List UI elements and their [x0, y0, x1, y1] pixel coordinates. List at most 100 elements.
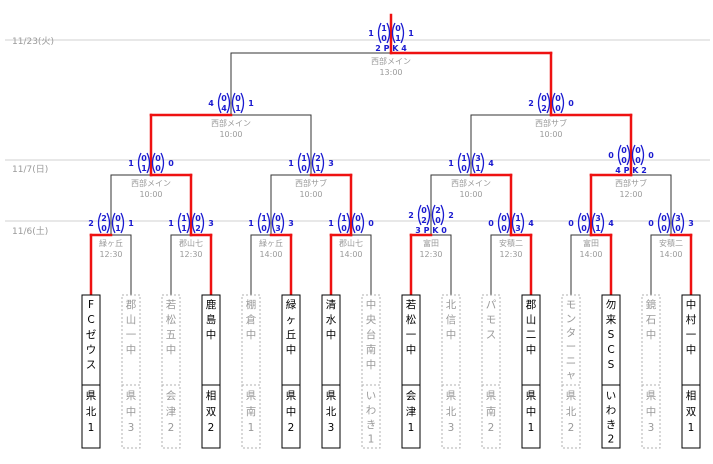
close-paren — [146, 152, 151, 174]
right-second-half: 1 — [315, 164, 321, 173]
match-venue: 富田 — [423, 238, 439, 248]
right-second-half: 0 — [435, 216, 441, 225]
right-first-half: 0 — [155, 154, 161, 163]
open-paren — [551, 92, 556, 114]
open-paren — [577, 212, 582, 234]
date-labels: 11/23(火) 11/7(日) 11/6(土) — [12, 36, 54, 237]
close-paren — [560, 92, 565, 114]
right-first-half: 0 — [195, 214, 201, 223]
left-first-half: 0 — [421, 206, 427, 215]
team-region-box — [161, 384, 181, 449]
right-second-half: 0 — [155, 164, 161, 173]
date-label-round-1: 11/6(土) — [12, 225, 48, 237]
open-paren — [417, 204, 422, 226]
match-time: 14:00 — [259, 250, 282, 259]
team-region-box — [81, 384, 101, 449]
left-total: 4 — [208, 99, 214, 108]
team-region-box — [681, 384, 701, 449]
left-total: 1 — [168, 219, 174, 228]
match-venue: 西部メイン — [451, 178, 491, 188]
match-venue: 西部メイン — [131, 178, 171, 188]
close-paren — [466, 152, 471, 174]
team-name: 緑ヶ丘中 — [286, 298, 297, 356]
pk-result: 2 P K 4 — [375, 44, 407, 53]
left-first-half: 1 — [301, 154, 307, 163]
label-backdrop — [653, 238, 689, 262]
close-paren — [600, 212, 605, 234]
open-paren — [671, 212, 676, 234]
match-venue: 西部メイン — [371, 56, 411, 66]
left-second-half: 0 — [581, 224, 587, 233]
open-paren — [391, 22, 396, 44]
match-time: 10:00 — [539, 130, 562, 139]
team-name: 中村一中 — [686, 298, 697, 356]
left-second-half: 0 — [501, 224, 507, 233]
close-paren — [626, 144, 631, 166]
left-first-half: 0 — [221, 94, 227, 103]
left-first-half: 1 — [461, 154, 467, 163]
open-paren — [257, 212, 262, 234]
team-name: 鏡石中 — [646, 298, 657, 341]
left-first-half: 1 — [381, 24, 387, 33]
team-region-box — [601, 384, 621, 449]
right-total: 3 — [288, 219, 294, 228]
open-paren — [177, 212, 182, 234]
close-paren — [266, 212, 271, 234]
left-total: 2 — [408, 211, 414, 220]
left-total: 1 — [328, 219, 334, 228]
right-second-half: 3 — [515, 224, 521, 233]
close-paren — [520, 212, 525, 234]
left-second-half: 2 — [421, 216, 427, 225]
match-time: 14:00 — [579, 250, 602, 259]
team-region-box — [321, 384, 341, 449]
team-region-box — [361, 384, 381, 449]
team-region-box — [281, 384, 301, 449]
team-region-box — [481, 384, 501, 449]
team-name: モンターニャ — [566, 299, 577, 381]
date-label-final: 11/23(火) — [12, 36, 54, 47]
right-total: 4 — [488, 159, 494, 168]
left-first-half: 0 — [621, 146, 627, 155]
right-first-half: 0 — [275, 214, 281, 223]
right-second-half: 3 — [275, 224, 281, 233]
match-venue: 安積二 — [499, 238, 523, 248]
left-total: 2 — [528, 99, 534, 108]
left-first-half: 2 — [101, 214, 107, 223]
match-venue: 西部サブ — [615, 178, 647, 188]
close-paren — [640, 144, 645, 166]
left-second-half: 1 — [181, 224, 187, 233]
right-second-half: 0 — [555, 104, 561, 113]
right-first-half: 0 — [355, 214, 361, 223]
match-time: 12:00 — [619, 190, 642, 199]
team-name: 清水中 — [326, 298, 337, 341]
close-paren — [346, 212, 351, 234]
right-total: 3 — [208, 219, 214, 228]
right-second-half: 1 — [595, 224, 601, 233]
right-first-half: 0 — [395, 24, 401, 33]
right-total: 1 — [408, 29, 414, 38]
label-backdrop — [413, 238, 449, 262]
open-paren — [431, 204, 436, 226]
